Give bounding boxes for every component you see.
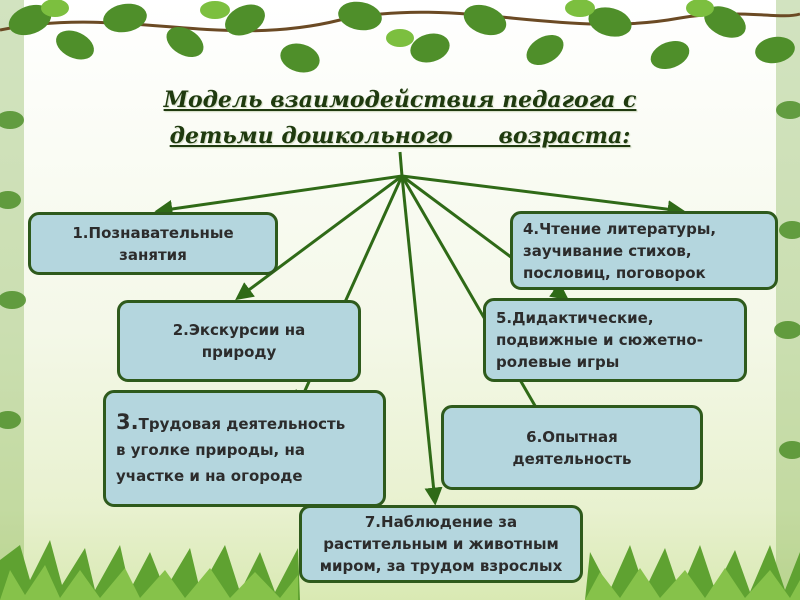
node-observation: 7.Наблюдение за растительным и животным … xyxy=(299,505,583,583)
node-3-line-3: участке и на огороде xyxy=(116,463,303,489)
node-7-line-1: 7.Наблюдение за xyxy=(365,511,517,533)
node-1-line-2: занятия xyxy=(119,244,187,266)
node-4-line-1: 4.Чтение литературы, xyxy=(523,218,716,240)
node-experimental-activity: 6.Опытная деятельность xyxy=(441,405,703,490)
node-labor-activity: 3.Трудовая деятельность в уголке природы… xyxy=(103,390,386,507)
node-3-line-1-text: Трудовая деятельность xyxy=(139,415,346,433)
node-3-line-1: 3.Трудовая деятельность xyxy=(116,409,345,437)
title-line-2: детьми дошкольного возраста: xyxy=(150,118,650,154)
node-5-line-1: 5.Дидактические, xyxy=(496,307,654,329)
node-2-line-2: природу xyxy=(202,341,277,363)
node-1-line-1: 1.Познавательные xyxy=(72,222,233,244)
diagram-title: Модель взаимодействия педагога с детьми … xyxy=(150,82,650,154)
node-literature-reading: 4.Чтение литературы, заучивание стихов, … xyxy=(510,211,778,290)
node-2-line-1: 2.Экскурсии на xyxy=(173,319,306,341)
node-7-line-2: растительным и животным xyxy=(323,533,559,555)
node-5-line-2: подвижные и сюжетно- xyxy=(496,329,703,351)
title-line-1: Модель взаимодействия педагога с xyxy=(150,82,650,118)
node-3-number: 3. xyxy=(116,410,139,434)
node-5-line-3: ролевые игры xyxy=(496,351,619,373)
node-6-line-1: 6.Опытная xyxy=(526,426,618,448)
node-3-line-2: в уголке природы, на xyxy=(116,437,305,463)
node-didactic-games: 5.Дидактические, подвижные и сюжетно- ро… xyxy=(483,298,747,382)
node-nature-excursions: 2.Экскурсии на природу xyxy=(117,300,361,382)
node-4-line-2: заучивание стихов, xyxy=(523,240,692,262)
node-7-line-3: миром, за трудом взрослых xyxy=(320,555,563,577)
node-4-line-3: пословиц, поговорок xyxy=(523,262,706,284)
node-6-line-2: деятельность xyxy=(513,448,632,470)
node-cognitive-lessons: 1.Познавательные занятия xyxy=(28,212,278,275)
